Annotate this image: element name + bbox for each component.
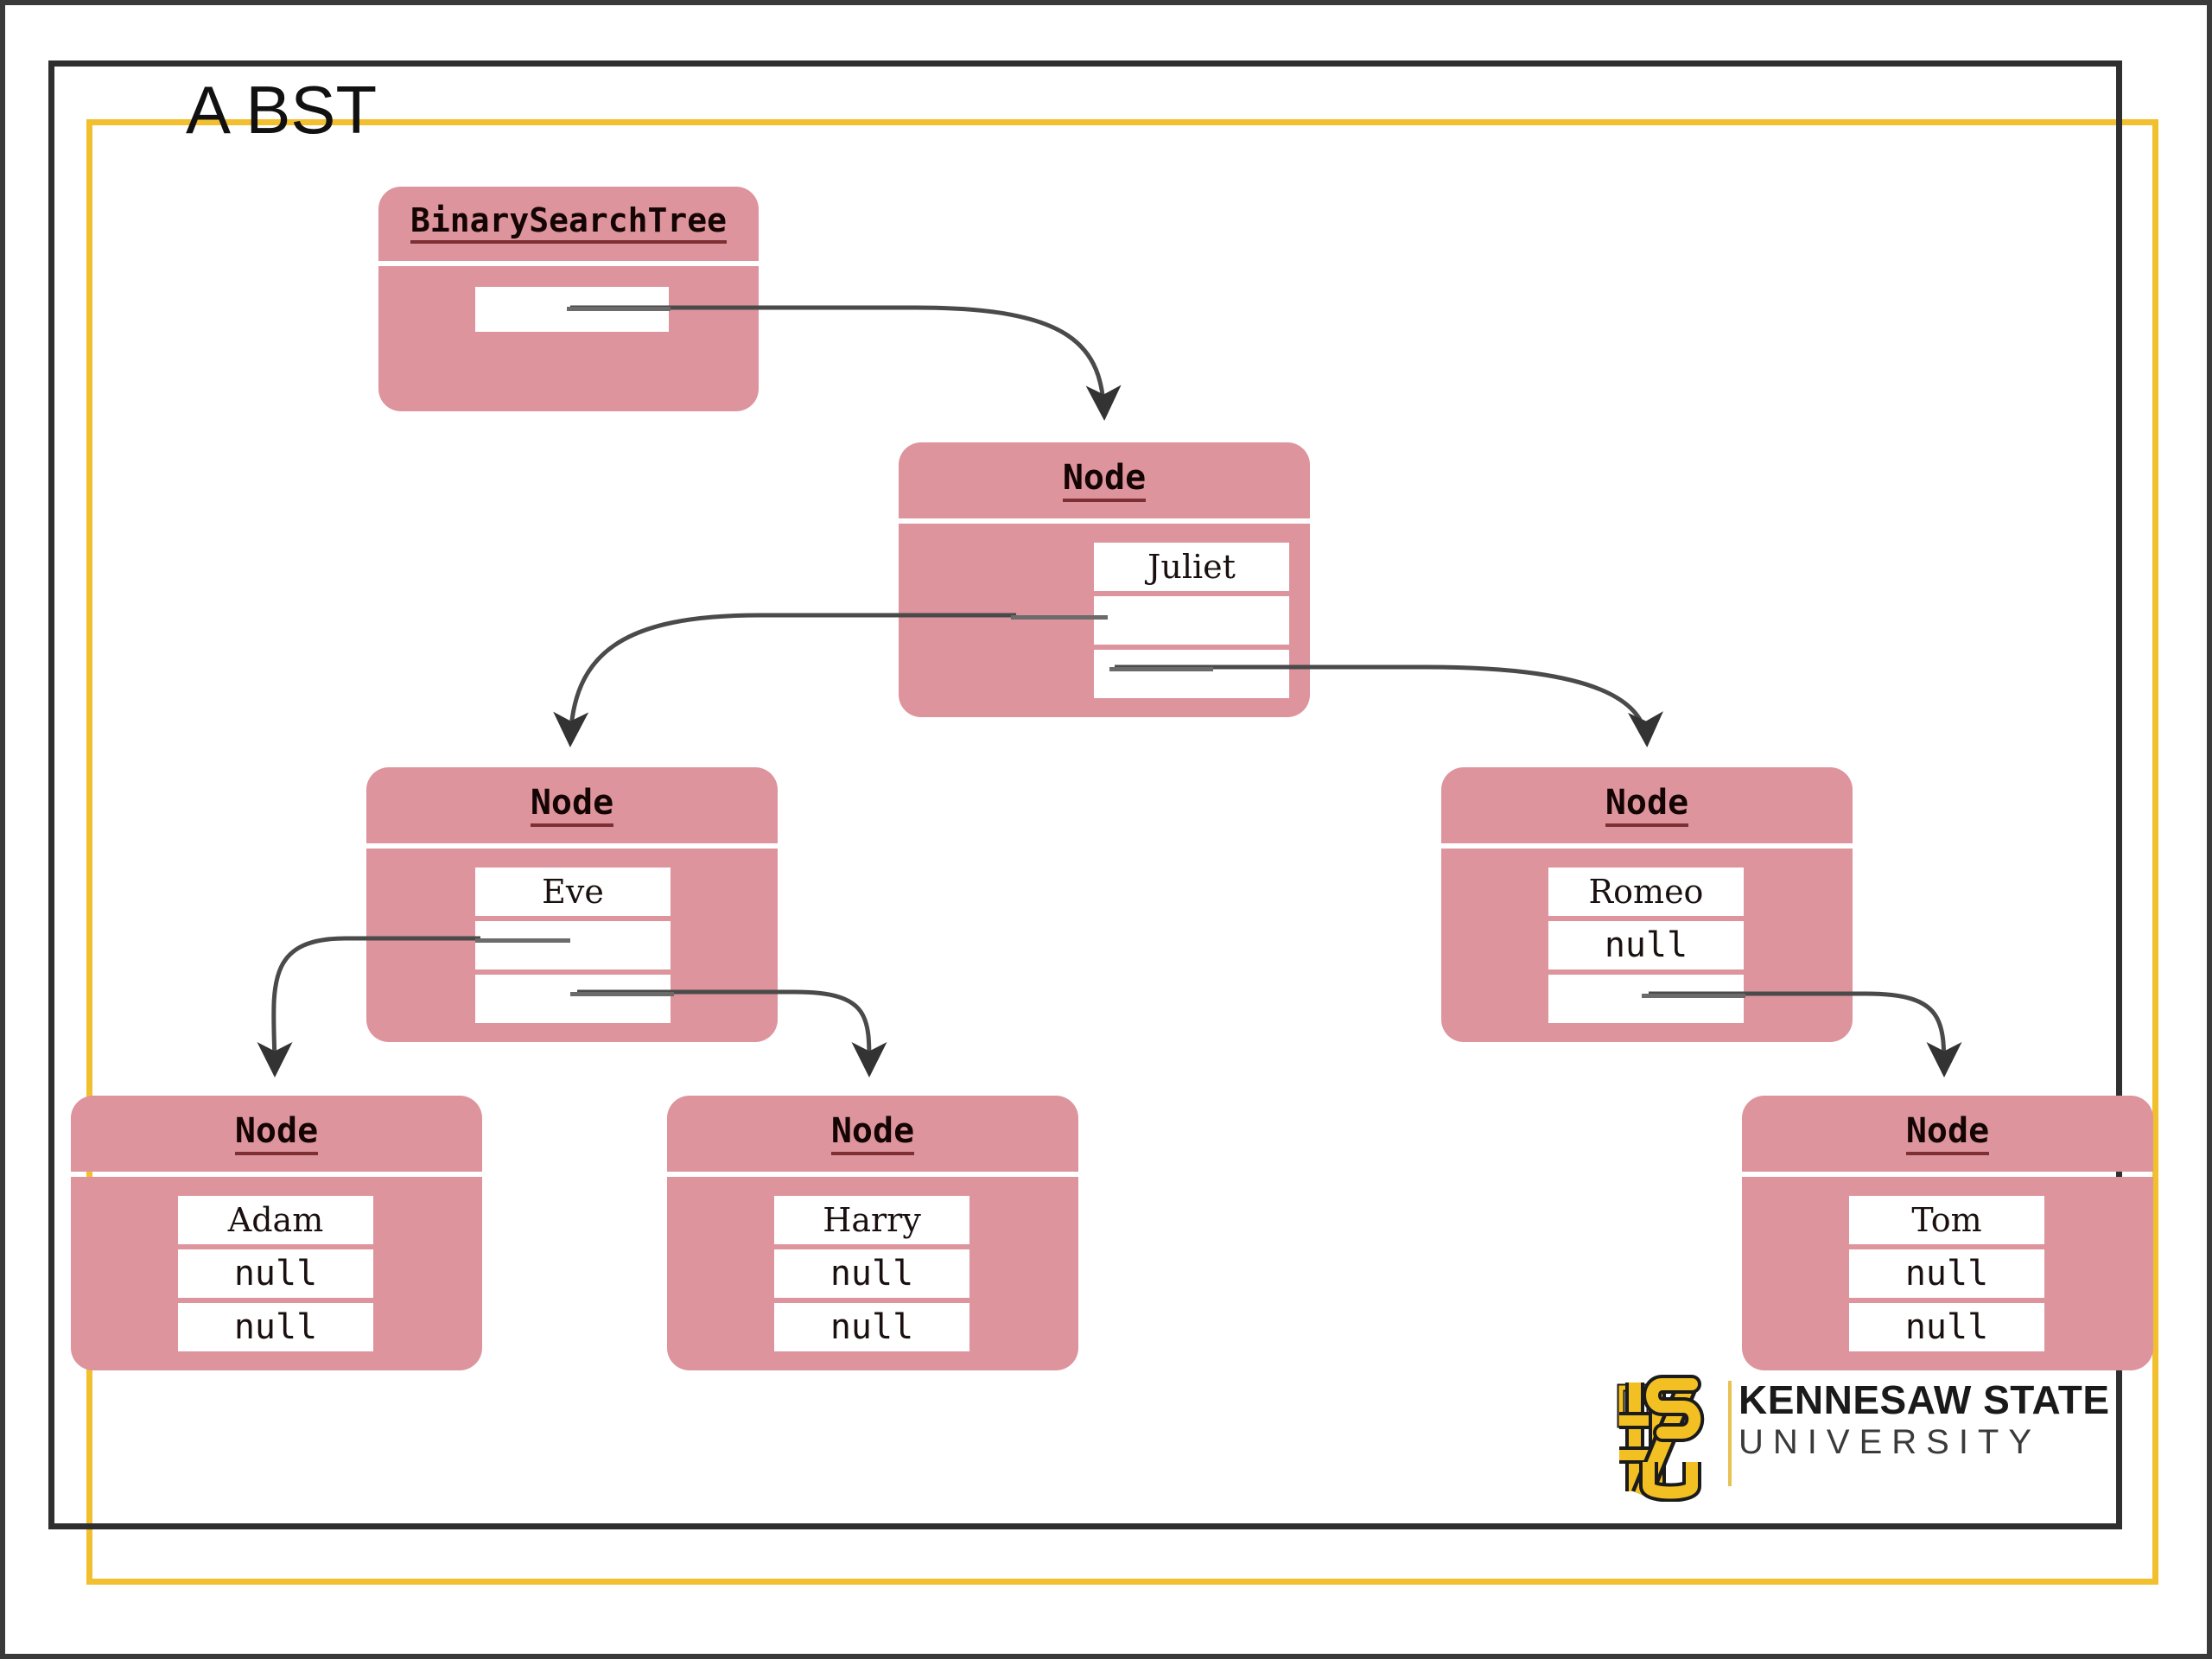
object-box-header: Node [667,1096,1078,1172]
field-left-value: null [233,1254,318,1294]
object-box-header: Node [1742,1096,2153,1172]
object-box-node-tom[interactable]: Node Tom null null [1742,1096,2153,1370]
ksu-monogram-icon [1617,1375,1705,1503]
class-box-header: BinarySearchTree [378,187,759,261]
field-data-value: Eve [542,873,604,911]
field-right-value: null [830,1307,914,1347]
field-left-value: null [830,1254,914,1294]
page-title: A BST [186,72,378,148]
field-left-pointer[interactable]: null [1548,921,1744,969]
object-box-node-adam[interactable]: Node Adam null null [71,1096,482,1370]
object-box-header: Node [366,767,778,843]
object-box-node-eve[interactable]: Node Eve [366,767,778,1042]
class-name-label: Node [830,1113,915,1155]
field-right-pointer[interactable]: null [1849,1303,2044,1351]
decorative-dark-frame-left-edge [48,60,54,1529]
field-right-value: null [1904,1307,1989,1347]
field-left-value: null [1604,925,1688,965]
ksu-logo-divider [1728,1381,1732,1486]
field-left-pointer[interactable]: null [1849,1249,2044,1298]
field-right-pointer[interactable]: null [178,1303,373,1351]
field-right-pointer[interactable]: null [774,1303,969,1351]
decorative-dark-frame-top-edge [48,60,2122,67]
ksu-wordmark-line2: UNIVERSITY [1738,1423,2042,1462]
field-data-value: Romeo [1588,873,1704,911]
field-right-value: null [233,1307,318,1347]
field-left-value: null [1904,1254,1989,1294]
field-left-pointer[interactable]: null [774,1249,969,1298]
pointer-stub-eve-left [475,938,570,943]
object-box-node-juliet[interactable]: Node Juliet [899,442,1310,717]
ksu-wordmark-line1: KENNESAW STATE [1738,1377,2110,1422]
object-box-header: Node [899,442,1310,518]
class-name-label: Node [1905,1113,1990,1155]
ksu-logo: KENNESAW STATE UNIVERSITY [1609,1372,2109,1503]
field-data-value: Adam [227,1201,324,1239]
class-name-label: Node [1062,460,1147,502]
field-data[interactable]: Harry [774,1196,969,1244]
field-data[interactable]: Tom [1849,1196,2044,1244]
object-box-node-romeo[interactable]: Node Romeo null [1441,767,1853,1042]
pointer-stub-juliet-left [1011,615,1108,620]
field-data[interactable]: Juliet [1094,543,1289,591]
field-data[interactable]: Romeo [1548,868,1744,916]
field-data[interactable]: Eve [475,868,671,916]
field-data-value: Harry [823,1201,921,1239]
class-name-label: Node [530,785,614,827]
object-box-node-harry[interactable]: Node Harry null null [667,1096,1078,1370]
field-data-value: Tom [1911,1201,1982,1239]
object-box-header: Node [71,1096,482,1172]
field-right-pointer[interactable] [475,975,671,1023]
field-left-pointer[interactable] [1094,596,1289,645]
field-left-pointer[interactable] [475,921,671,969]
field-left-pointer[interactable]: null [178,1249,373,1298]
object-box-header: Node [1441,767,1853,843]
class-box-binarysearchtree[interactable]: BinarySearchTree [378,187,759,411]
class-name-label: BinarySearchTree [410,203,728,245]
field-data[interactable]: Adam [178,1196,373,1244]
field-right-pointer[interactable] [1548,975,1744,1023]
pointer-stub-eve-right [570,992,674,996]
pointer-stub-bst-root [567,307,671,311]
ksu-wordmark: KENNESAW STATE UNIVERSITY [1738,1379,2110,1464]
class-name-label: Node [234,1113,319,1155]
pointer-stub-romeo-right [1642,994,1745,998]
field-data-value: Juliet [1147,548,1236,586]
class-name-label: Node [1605,785,1689,827]
field-right-pointer[interactable] [1094,650,1289,698]
pointer-stub-juliet-right [1109,667,1213,671]
